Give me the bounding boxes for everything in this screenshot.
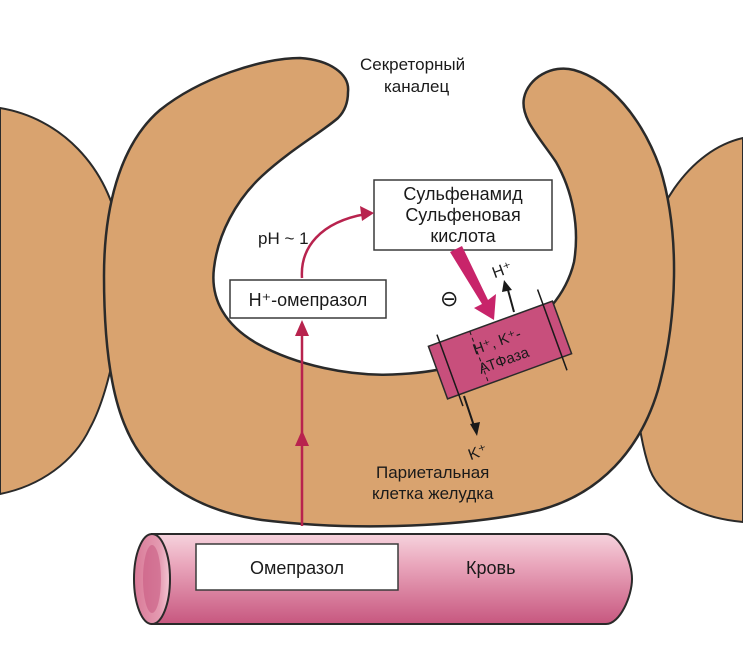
h-plus-label: H⁺ (490, 259, 515, 282)
blood-vessel-lumen (143, 545, 161, 613)
k-plus-arrowhead (470, 422, 480, 436)
k-plus-arrow-line (463, 395, 475, 427)
cell-label-line2: клетка желудка (372, 484, 494, 503)
activation-arrow (300, 212, 367, 279)
omeprazole-label: Омепразол (250, 558, 344, 578)
ph-label: pH ~ 1 (258, 229, 309, 248)
inhibition-arrow (450, 246, 496, 320)
sulfenamide-box (373, 179, 553, 251)
activation-arrowhead (360, 206, 374, 221)
canal-label-line2: каналец (384, 77, 449, 96)
atpase-pump: H⁺, K⁺- АТФаза (427, 289, 573, 407)
h-omeprazole-label: H⁺-омепразол (249, 290, 368, 310)
k-plus-label: K⁺ (466, 442, 490, 465)
blood-label: Кровь (466, 558, 515, 578)
parietal-cell (102, 56, 676, 528)
sulfenamide-label: Сульфенамид (403, 184, 523, 204)
h-plus-arrow-line (507, 289, 515, 313)
sulfenic-acid-label-line1: Сульфеновая (405, 205, 520, 225)
inhibit-sign: ⊖ (440, 286, 458, 311)
canal-label-line1: Секреторный (360, 55, 465, 74)
h-plus-arrowhead (502, 280, 512, 292)
sulfenic-acid-label-line2: кислота (430, 226, 496, 246)
transport-arrowhead-top (295, 320, 309, 336)
omeprazole-box (195, 543, 399, 591)
transport-arrowhead-mid (295, 430, 309, 446)
cell-label-line1: Париетальная (376, 463, 489, 482)
h-omeprazole-box (229, 279, 387, 319)
